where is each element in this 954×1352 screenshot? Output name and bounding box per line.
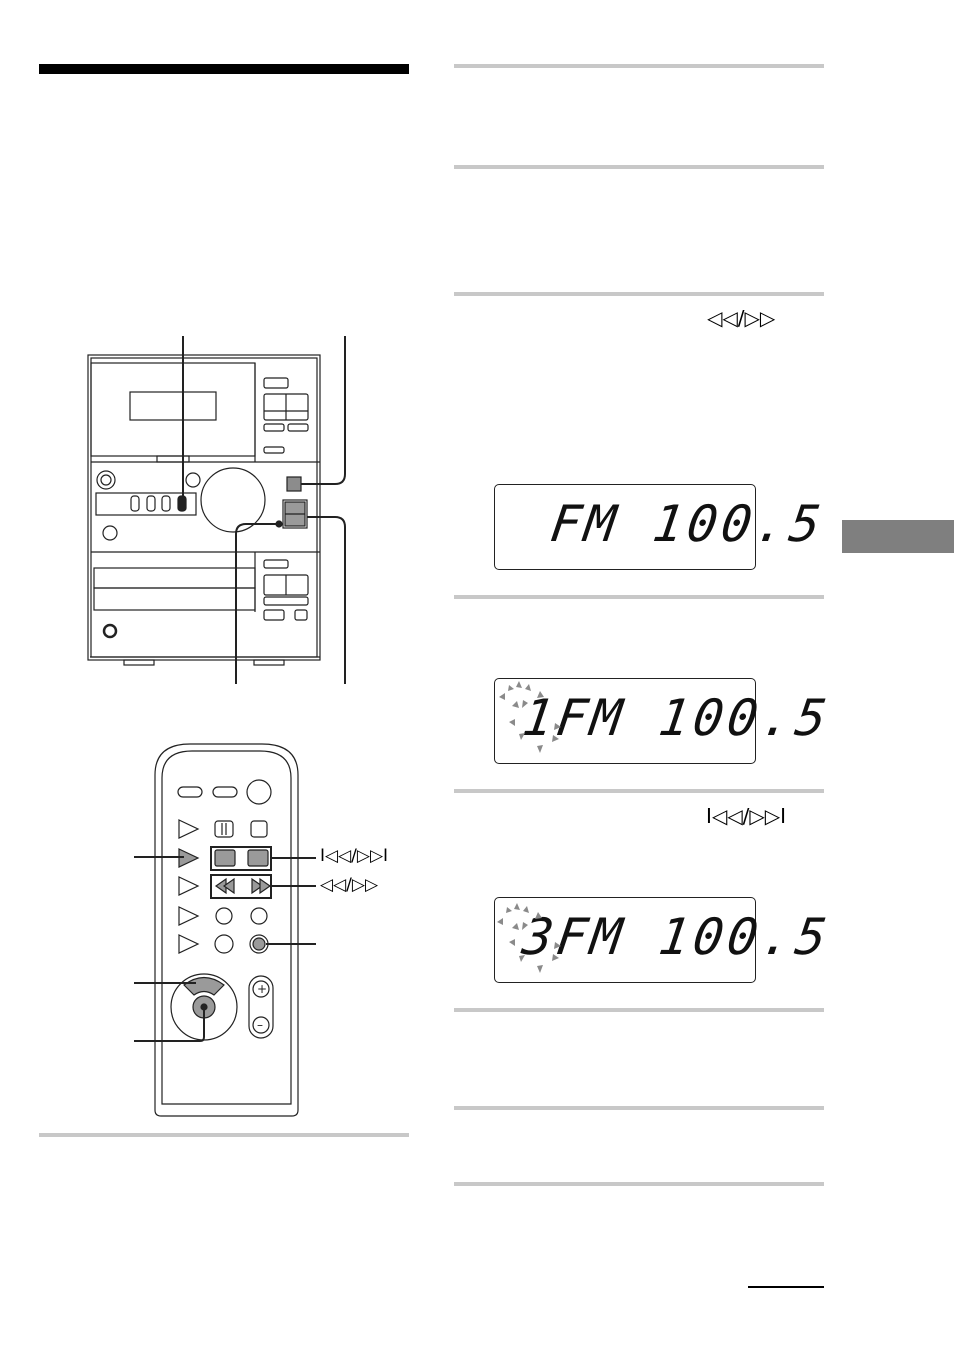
display-panel-1: FM 100.5 [494,484,828,570]
step-divider-3 [454,292,824,296]
step-divider-5 [454,789,824,793]
remote-skip-label: I◁◁/▷▷I [320,846,389,866]
left-bottom-divider [39,1133,409,1137]
stereo-unit-illustration [87,336,346,684]
flash-icon [497,903,561,973]
svg-text:–: – [257,1018,263,1032]
seek-symbol: ◁◁/▷▷ [707,306,776,330]
continued-rule [748,1286,824,1288]
display-panel-3: 3 FM 100.5 [494,897,834,983]
chapter-tab [842,520,954,553]
step-divider-4 [454,595,824,599]
step-divider-1 [454,64,824,68]
section-heading-bar [39,64,409,74]
flash-icon [499,681,561,753]
step-divider-2 [454,165,824,169]
remote-seek-label: ◁◁/▷▷ [320,875,379,895]
display-panel-2: 1 FM 100.5 [494,678,834,764]
step-divider-8 [454,1182,824,1186]
step-divider-7 [454,1106,824,1110]
svg-text:+: + [257,982,267,996]
skip-symbol: I◁◁/▷▷I [706,804,787,828]
step-divider-6 [454,1008,824,1012]
